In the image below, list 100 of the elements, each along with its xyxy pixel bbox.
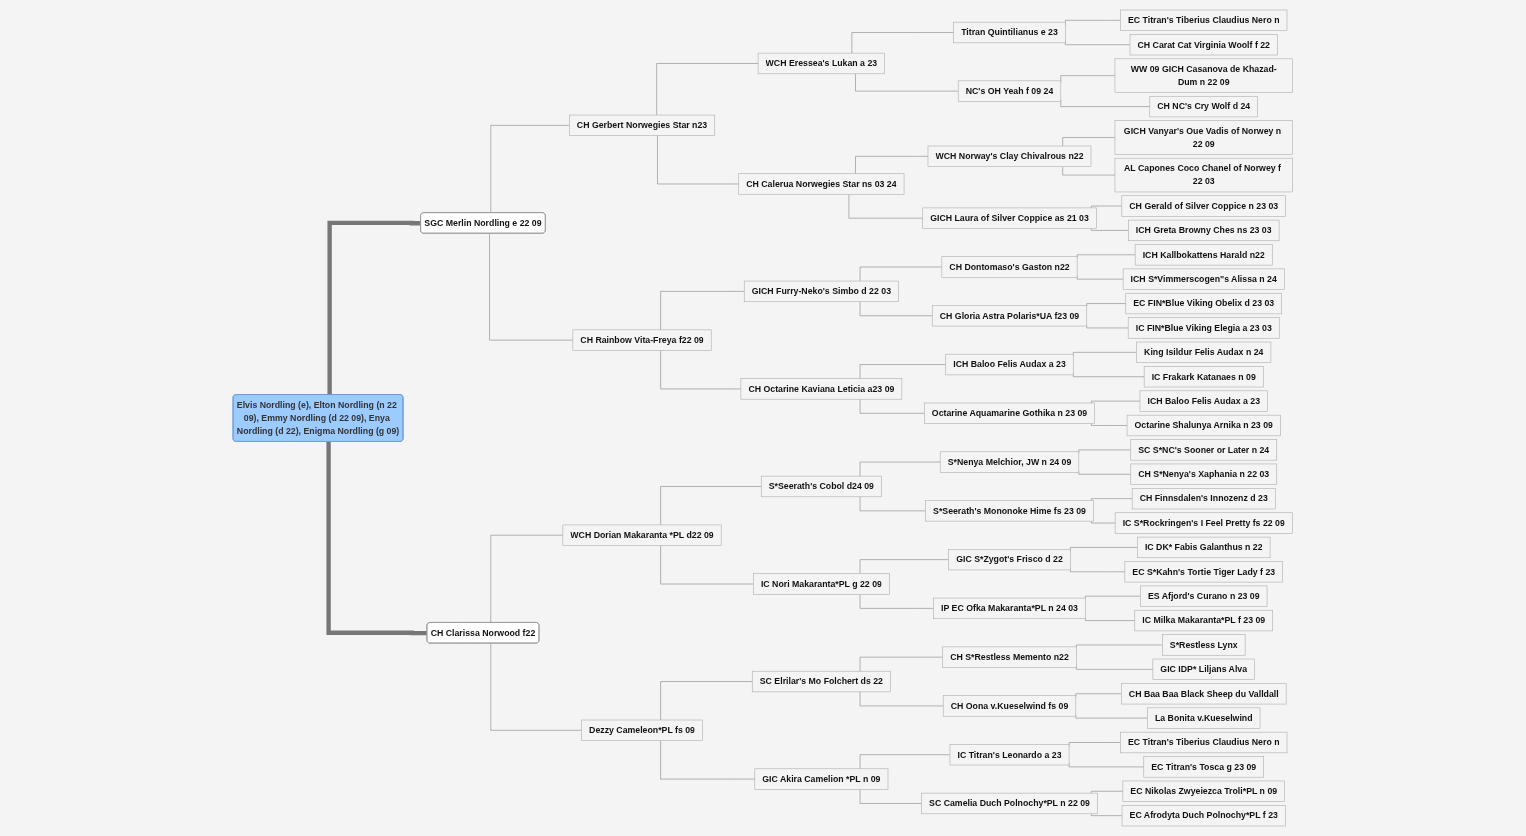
node-box xyxy=(1143,756,1265,778)
connector xyxy=(490,125,570,214)
node-box xyxy=(1132,488,1276,510)
connector xyxy=(859,266,943,282)
node-box xyxy=(958,80,1062,102)
node-box xyxy=(753,573,890,595)
connector xyxy=(326,441,428,636)
connector xyxy=(859,398,925,414)
node-box xyxy=(754,768,889,790)
node-box xyxy=(1130,439,1278,461)
node-box xyxy=(1124,561,1284,583)
connector xyxy=(1085,595,1141,600)
node-box xyxy=(758,52,886,75)
node-box xyxy=(1121,805,1286,827)
connector xyxy=(489,233,574,341)
node-box xyxy=(1126,414,1281,437)
connector xyxy=(1085,617,1136,621)
node-box xyxy=(1149,95,1259,118)
node-box xyxy=(949,744,1070,766)
connector xyxy=(859,461,941,477)
node-box xyxy=(752,670,892,693)
node-box xyxy=(921,792,1098,815)
node-box xyxy=(761,475,883,498)
connector xyxy=(1091,520,1116,524)
node-box xyxy=(1139,390,1269,412)
connector xyxy=(1086,303,1127,307)
connector xyxy=(859,496,927,512)
node-box xyxy=(740,378,903,400)
node-box xyxy=(1121,195,1287,217)
connector xyxy=(656,63,759,116)
connector xyxy=(859,301,933,317)
connector xyxy=(490,643,583,731)
node-box xyxy=(1140,585,1268,607)
node-box xyxy=(562,524,722,546)
node-box xyxy=(942,646,1077,668)
connector xyxy=(1091,423,1128,426)
connector xyxy=(1075,693,1122,698)
connector xyxy=(1062,137,1116,147)
node-box xyxy=(940,451,1080,473)
connector xyxy=(1091,790,1124,794)
pedigree-mind-map: Elvis Nordling (e), Elton Nordling (n 22 09), Emmy Nordling (d 22 09), Enya Nordling (d 22), Enigma Nordling (g 09) SGC Merlin Nordling e 22 09 CH Gerbert Norwegies Star n23 WCH Eressea's Lukan a 23 Titran Quintilianus e 23 EC Titran's Tiberius Claudius Nero n CH Carat Cat Virginia Woolf f 22 NC's OH Yeah f 09 24 WW 09 GICH Casanova de Khazad-Dum n 22 09 CH NC's Cry Wolf d 24 CH Calerua Norwegies Star ns 03 24 WCH Norway's Clay Chivalrous n22 GICH Vanyar's Oue Vadis of Norwey n 22 09 AL Capones Coco Chanel of Norwey f 22 03 GICH Laura of Silver Coppice as 21 03 CH Gerald of Silver Coppice n 23 03 ICH Greta Browny Ches ns 23 03 CH Rainbow Vita-Freya f22 09 GICH Furry-Neko's Simbo d 22 03 CH Dontomaso's Gaston n22 ICH Kallbokattens Harald n22 ICH S*Vimmerscogen"s Alissa n 24 CH Gloria Astra Polaris*UA f23 09 EC FIN*Blue Viking Obelix d 23 03 IC FIN*Blue Viking Elegia a 23 03 CH Octarine Kaviana Leticia a23 09 ICH Baloo Felis Audax a 23 King Isildur Felis Audax n 24 IC Frakark Katanaes n 09 Octarine Aquamarine Gothika n 23 09 ICH Baloo Felis Audax a 23 Octarine Shalunya Arnika n 23 09 CH Clarissa Norwood f22 WCH Dorian Makaranta *PL d22 09 S*Seerath's Cobol d24 09 S*Nenya Melchior, JW n 24 09 SC S*NC's Sooner or Later n 24 CH S*Nenya's Xaphania n 22 03 S*Seerath's Mononoke Hime fs 23 09 CH Finnsdalen's Innozenz d 23 IC S*Rockringen's I Feel Pretty fs 22 09 IC Nori Makaranta*PL g 22 09 GIC S*Zygot's Frisco d 22 IC DK* Fabis Galanthus n 22 EC S*Kahn's Tortie Tiger Lady f 23 IP EC Ofka Makaranta*PL n 24 03 ES Afjord's Curano n 23 09 IC Milka Makaranta*PL f 23 09 Dezzy Cameleon*PL fs 09 SC Elrilar's Mo Folchert ds 22 CH S*Restless Memento n22 S*Restless Lynx GIC IDP* Liljans Alva CH Oona v.Kueselwind fs 09 CH Baa Baa Black Sheep du Valldall La Bonita v.Kueselwind GIC Akira Camelion *PL n 09 IC Titran's Leonardo a 23 EC Titran's Tiberius Claudius Nero n EC Titran's Tosca g 23 09 SC Camelia Duch Polnochy*PL n 22 09 EC Nikolas Zwyeiezca Troli*PL n 09 EC Afrodyta Duch Polnochy*PL f 23 xyxy=(228,5,1298,831)
node-box xyxy=(948,549,1071,571)
node-box xyxy=(1123,268,1285,290)
node-box xyxy=(1122,780,1286,802)
node-box xyxy=(953,21,1066,44)
connector xyxy=(1078,449,1132,454)
node-box xyxy=(941,256,1078,278)
connector xyxy=(1091,228,1129,231)
node-box xyxy=(1134,609,1274,632)
connector xyxy=(660,545,754,585)
node-box xyxy=(927,145,1092,167)
node-box xyxy=(581,719,704,741)
node-box xyxy=(1128,317,1280,339)
connector xyxy=(1078,470,1132,475)
connector xyxy=(1076,665,1154,670)
connector xyxy=(1091,813,1123,816)
node-box xyxy=(922,207,1097,229)
connector xyxy=(859,594,935,609)
node-box xyxy=(932,305,1088,327)
node-box xyxy=(1147,707,1261,729)
connector xyxy=(1060,99,1151,107)
connector xyxy=(1073,372,1145,378)
connector xyxy=(851,32,955,54)
node-box xyxy=(1137,536,1271,559)
connector xyxy=(1062,166,1116,176)
node-box xyxy=(1114,157,1294,193)
connector xyxy=(1091,498,1133,501)
connector xyxy=(859,364,947,379)
node-box xyxy=(1129,34,1279,56)
node-box xyxy=(945,353,1074,376)
node-box xyxy=(933,597,1086,619)
connector xyxy=(490,534,564,624)
node-box xyxy=(1162,634,1246,656)
connector xyxy=(1091,400,1141,404)
node-box xyxy=(1125,292,1283,315)
connector xyxy=(1077,275,1124,280)
node-box xyxy=(1120,9,1288,31)
connector xyxy=(657,135,740,185)
node-box xyxy=(744,280,900,302)
connector xyxy=(660,681,753,721)
connector xyxy=(859,789,923,804)
node-box xyxy=(1114,58,1294,93)
connector xyxy=(855,73,959,92)
node-box xyxy=(1114,120,1294,155)
node-box xyxy=(569,114,716,136)
connector xyxy=(1077,254,1136,259)
node-box xyxy=(1120,731,1288,754)
connector xyxy=(855,156,929,174)
node-box xyxy=(1136,341,1272,363)
node-box xyxy=(1128,219,1280,242)
connector xyxy=(859,691,944,707)
connector xyxy=(660,350,742,390)
connector xyxy=(660,740,756,780)
node-box xyxy=(1135,244,1273,266)
connector xyxy=(848,194,924,219)
node-box xyxy=(738,173,905,195)
node-box xyxy=(1130,463,1278,485)
connector xyxy=(859,656,944,672)
connector xyxy=(1086,325,1129,329)
node-box xyxy=(572,329,712,351)
